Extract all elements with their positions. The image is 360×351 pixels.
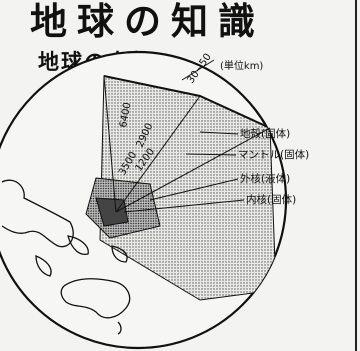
crust-dimension-line [181,59,215,81]
page-edge-rule [355,0,357,351]
leader-lines [123,131,245,213]
label-outer-core: 外核(液体) [240,173,291,185]
label-mantle: マントル(固体) [238,149,310,161]
label-inner-core: 内核(固体) [246,194,297,206]
page-title: 地球の知識 [30,0,265,43]
depth-label-radius: 6400 [118,102,133,129]
radius-lines [103,75,271,213]
unit-note: (単位km) [220,61,264,72]
continent-outlines [1,179,131,335]
label-crust: 地殻(固体) [240,128,291,140]
